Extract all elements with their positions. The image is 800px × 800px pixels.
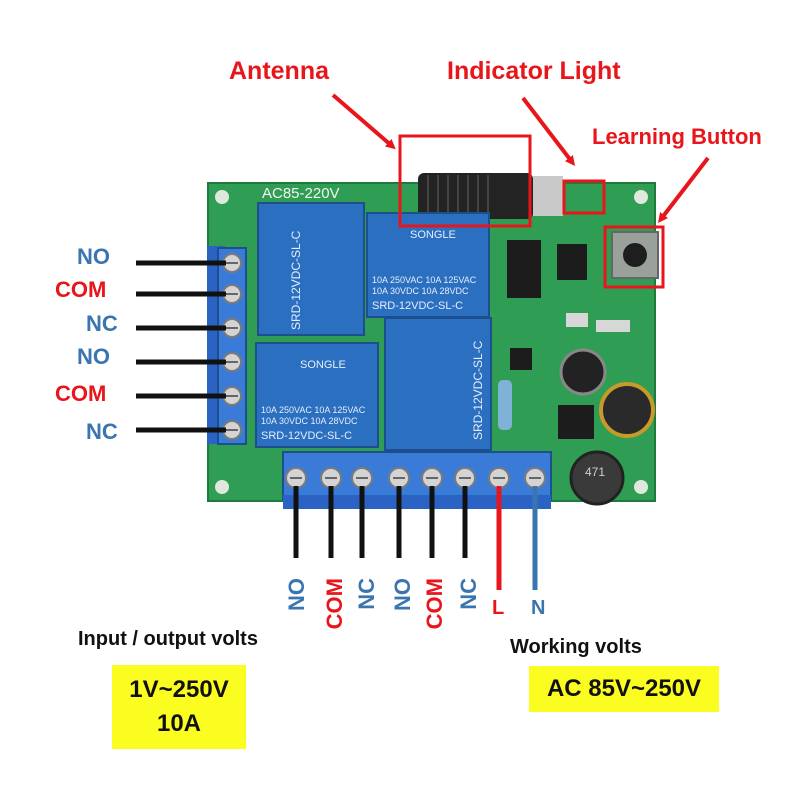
antenna-coil [418, 173, 563, 219]
board-components: 471 [498, 240, 655, 506]
relay-brand-text: SONGLE [300, 359, 346, 371]
working-volts-value: AC 85V~250V [546, 675, 702, 702]
io-volts-range: 1V~250V [129, 676, 229, 703]
relay-model-text: SRD-12VDC-SL-C [372, 300, 463, 312]
bottom-terminal-label: NC [456, 578, 481, 610]
relay-top-right: SONGLE 10A 250VAC 10A 125VAC 10A 30VDC 1… [366, 212, 490, 318]
learning-button [611, 231, 659, 279]
learning-highlight-box [603, 225, 665, 289]
relay-brand-text: SONGLE [410, 229, 456, 241]
relay-model-text: SRD-12VDC-SL-C [261, 430, 352, 442]
relay-rating-2: 10A 30VDC 10A 28VDC [372, 286, 469, 296]
bottom-terminal-block [282, 451, 552, 509]
indicator-arrow [521, 96, 576, 166]
indicator-highlight-box [562, 179, 606, 215]
left-wires [136, 260, 226, 433]
left-terminal-label: NO [77, 344, 110, 369]
antenna-label: Antenna [229, 57, 329, 85]
relay-top-left: SRD-12VDC-SL-C [257, 202, 365, 336]
relay-model-text: SRD-12VDC-SL-C [289, 230, 303, 330]
indicator-light-label: Indicator Light [447, 57, 621, 85]
bottom-wires [293, 486, 538, 590]
left-terminal-label: NC [86, 419, 118, 444]
relay-model-text: SRD-12VDC-SL-C [471, 340, 485, 440]
relay-bottom-left: SONGLE 10A 250VAC 10A 125VAC 10A 30VDC 1… [255, 342, 379, 448]
relay-bottom-right: SRD-12VDC-SL-C [384, 317, 492, 451]
io-volts-title: Input / output volts [78, 628, 258, 650]
learning-arrow [657, 156, 710, 223]
io-volts-box: 1V~250V 10A [112, 665, 246, 749]
learning-button-label: Learning Button [592, 124, 762, 149]
working-volts-box: AC 85V~250V [529, 666, 719, 712]
relay-rating-1: 10A 250VAC 10A 125VAC [261, 405, 366, 415]
bottom-terminal-label-live: L [492, 597, 505, 619]
working-volts-title: Working volts [510, 636, 642, 658]
left-terminal-label: COM [55, 277, 107, 302]
antenna-arrow [331, 93, 396, 150]
bottom-terminal-label: COM [422, 578, 447, 630]
bottom-terminal-label: COM [322, 578, 347, 630]
relay-rating-2: 10A 30VDC 10A 28VDC [261, 416, 358, 426]
bottom-terminal-label-neutral: N [531, 597, 546, 619]
board-power-text: AC85-220V [262, 185, 340, 202]
bottom-terminal-label: NO [284, 578, 309, 611]
left-terminal-label: COM [55, 381, 107, 406]
antenna-highlight-box [398, 134, 532, 228]
io-volts-current: 10A [156, 710, 202, 737]
inductor-code: 471 [585, 465, 605, 479]
bottom-terminal-label: NO [390, 578, 415, 611]
left-terminal-label: NC [86, 311, 118, 336]
relay-rating-1: 10A 250VAC 10A 125VAC [372, 275, 477, 285]
left-terminal-label: NO [77, 244, 110, 269]
left-terminal-block [207, 246, 247, 445]
bottom-terminal-label: NC [354, 578, 379, 610]
